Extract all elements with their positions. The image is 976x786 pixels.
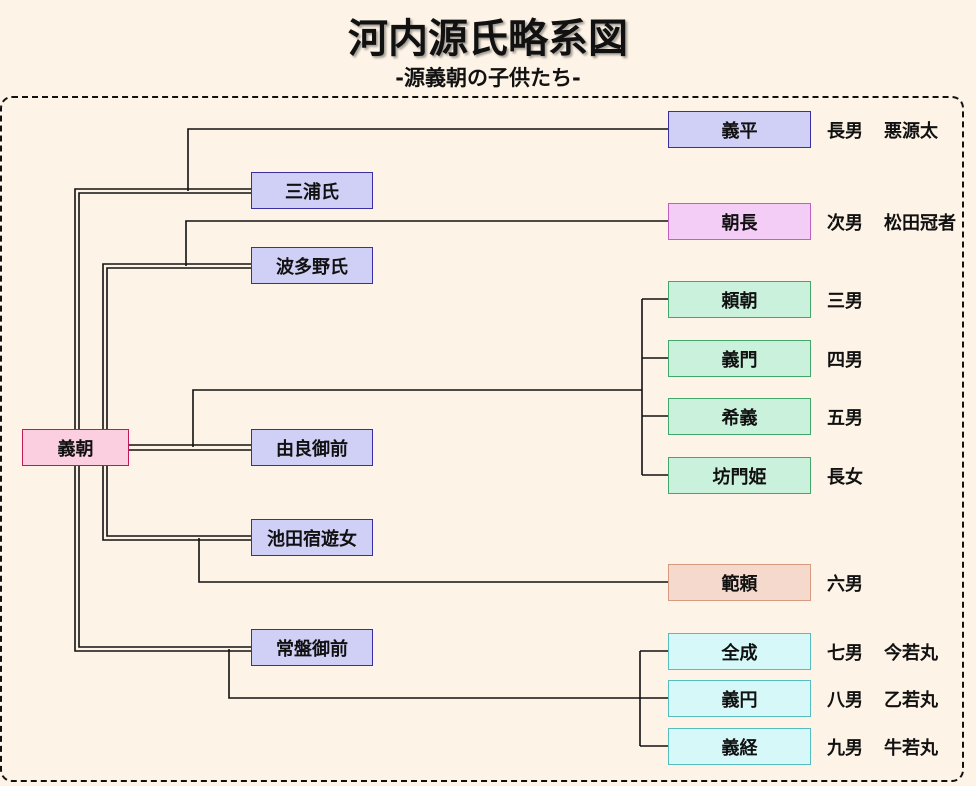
- descent-line-hatano: [185, 220, 668, 266]
- child-box: 義平: [668, 111, 811, 148]
- root-box: 義朝: [22, 429, 129, 466]
- marriage-line-hatano: [102, 263, 251, 431]
- child-order-label: 七男: [827, 642, 863, 664]
- child-box: 義門: [668, 340, 811, 377]
- wife-box-ikeda: 池田宿遊女: [251, 519, 373, 556]
- child-order-label: 四男: [827, 349, 863, 371]
- wife-box-yura: 由良御前: [251, 429, 373, 466]
- marriage-line-miura: [74, 188, 251, 431]
- marriage-line-tokiwa: [74, 466, 251, 652]
- child-order-label: 八男: [827, 689, 863, 711]
- descent-line-tokiwa: [228, 649, 668, 747]
- descent-line-yura: [192, 298, 668, 476]
- child-alias-label: 今若丸: [884, 642, 938, 664]
- page-title: 河内源氏略系図: [348, 16, 628, 62]
- child-order-label: 五男: [827, 407, 863, 429]
- child-alias-label: 松田冠者: [884, 212, 956, 234]
- child-order-label: 次男: [827, 212, 863, 234]
- descent-line-miura: [187, 128, 668, 191]
- descent-line-ikeda: [198, 538, 668, 583]
- page-subtitle: -源義朝の子供たち-: [395, 66, 581, 90]
- child-order-label: 長男: [827, 120, 863, 142]
- child-alias-label: 悪源太: [884, 120, 938, 142]
- marriage-line-ikeda: [102, 466, 251, 541]
- child-box: 全成: [668, 633, 811, 670]
- wife-box-miura: 三浦氏: [251, 172, 373, 209]
- wife-box-hatano: 波多野氏: [251, 247, 373, 284]
- child-order-label: 九男: [827, 737, 863, 759]
- child-box: 義経: [668, 728, 811, 765]
- child-alias-label: 乙若丸: [884, 689, 938, 711]
- child-order-label: 三男: [827, 290, 863, 312]
- child-box: 頼朝: [668, 281, 811, 318]
- child-order-label: 長女: [827, 466, 863, 488]
- child-box: 朝長: [668, 203, 811, 240]
- diagram-frame: [0, 96, 964, 782]
- child-box: 範頼: [668, 564, 811, 601]
- child-box: 希義: [668, 398, 811, 435]
- marriage-line-yura: [129, 444, 251, 451]
- child-box: 坊門姫: [668, 457, 811, 494]
- child-order-label: 六男: [827, 573, 863, 595]
- child-alias-label: 牛若丸: [884, 737, 938, 759]
- wife-box-tokiwa: 常盤御前: [251, 629, 373, 666]
- child-box: 義円: [668, 680, 811, 717]
